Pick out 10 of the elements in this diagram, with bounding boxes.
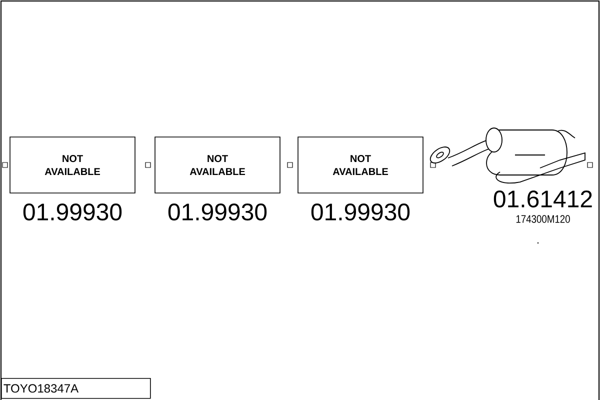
part-number: 01.99930 (23, 204, 122, 220)
unavailable-box: NOT AVAILABLE (10, 136, 136, 194)
reference-label: TOYO18347A (1, 378, 151, 399)
part-number: 01.99930 (168, 204, 267, 220)
unavailable-box: NOT AVAILABLE (298, 136, 424, 194)
part-number: 01.61412 (494, 190, 592, 208)
muffler-drawing (430, 128, 586, 184)
unavailable-box: NOT AVAILABLE (154, 136, 280, 194)
part-number: 01.99930 (311, 204, 410, 220)
reference-number: 174300M120 (516, 215, 570, 223)
